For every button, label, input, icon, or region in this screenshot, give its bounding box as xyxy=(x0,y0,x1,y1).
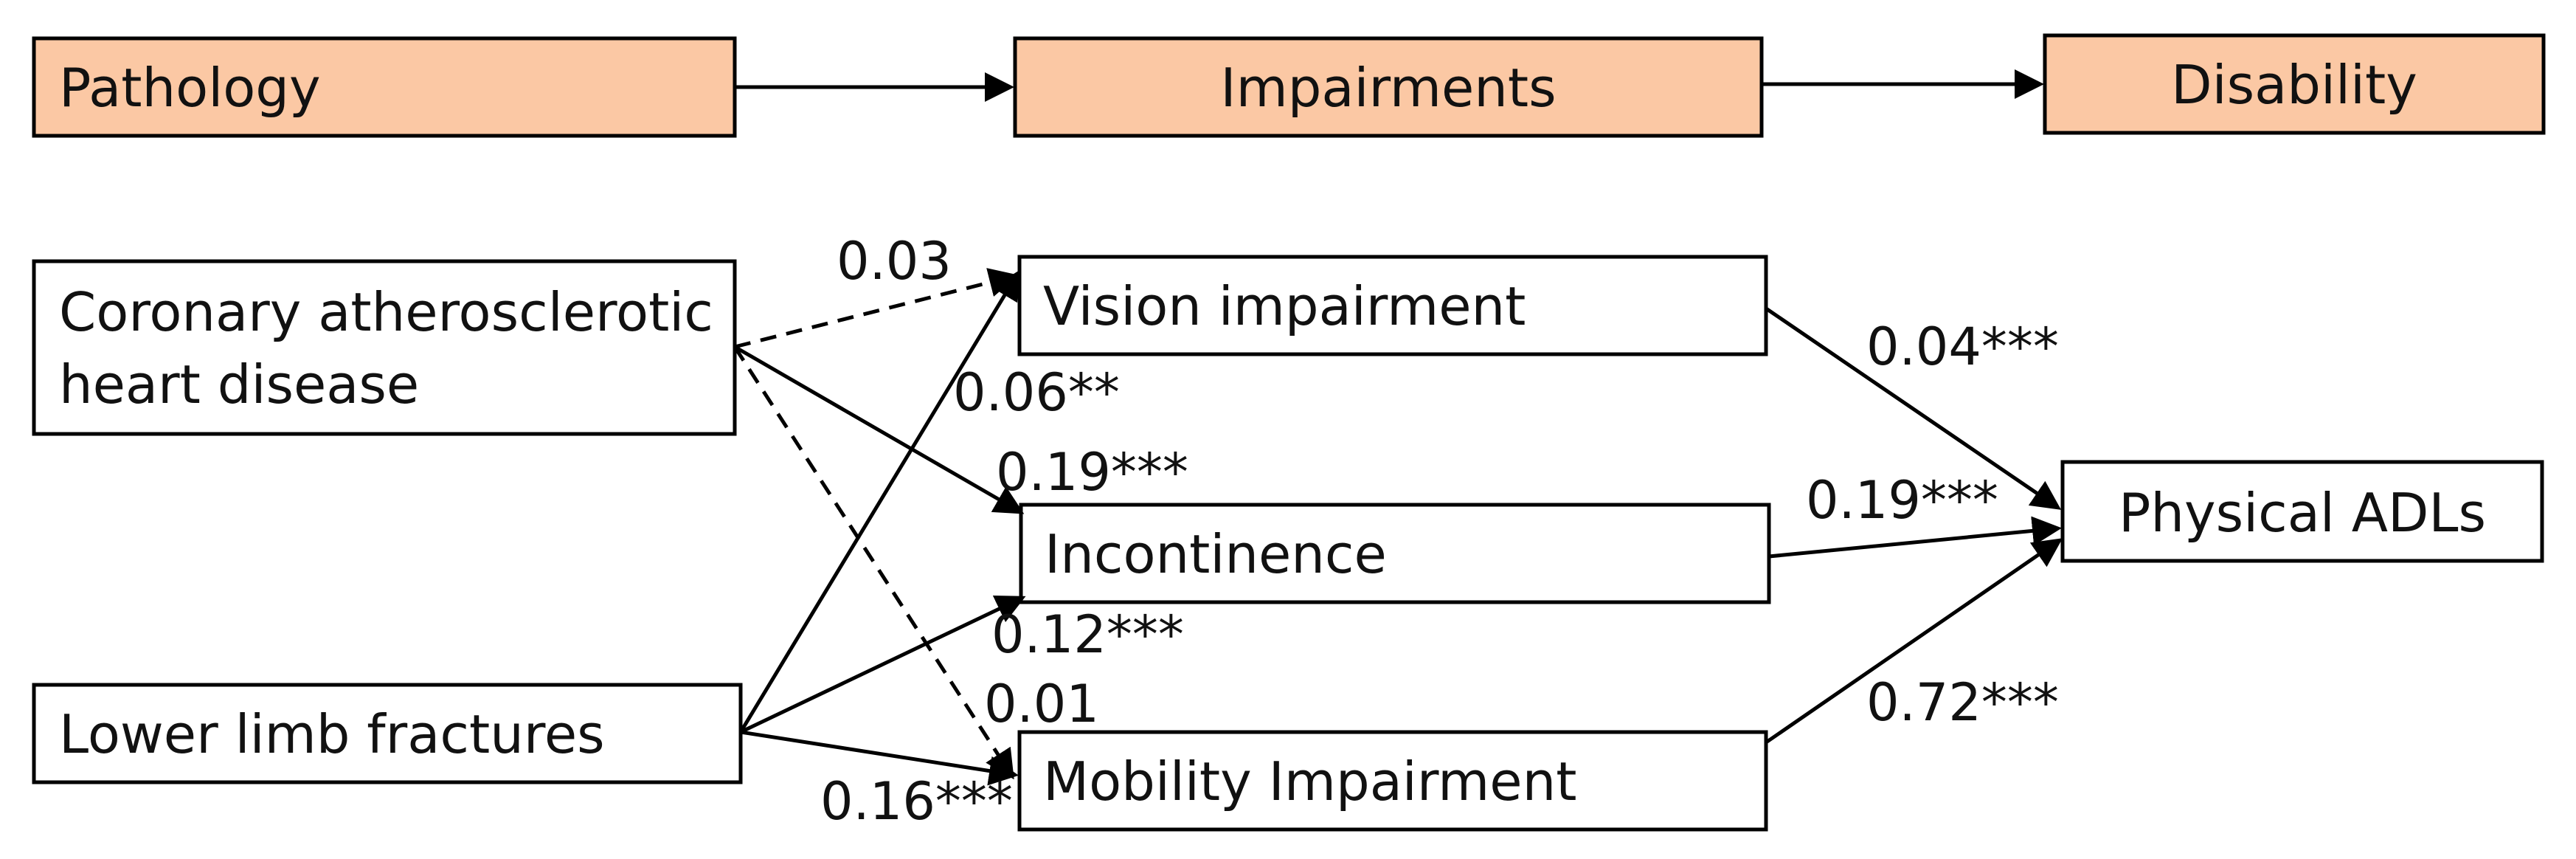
node-mobility-impairment: Mobility Impairment xyxy=(1017,730,1768,832)
edge-chd-vision xyxy=(734,268,1019,349)
node-chd-line2: heart disease xyxy=(59,353,419,415)
edge-llf-incontinence xyxy=(739,595,1026,734)
header-pathology-box: Pathology xyxy=(32,36,737,138)
header-impairments-label: Impairments xyxy=(1220,57,1556,119)
coef-mobility-adls: 0.72*** xyxy=(1866,672,2059,733)
header-impairments-box: Impairments xyxy=(1013,36,1764,138)
edge-mobility-adls xyxy=(1765,538,2063,745)
edge-llf-vision xyxy=(738,269,1020,734)
edge-chd-incontinence xyxy=(733,345,1025,514)
node-chd: Coronary atherosclerotic heart disease xyxy=(32,259,737,436)
edge-incontinence-adls xyxy=(1768,516,2062,559)
header-pathology-label: Pathology xyxy=(59,57,321,119)
coef-incontinence-adls: 0.19*** xyxy=(1806,470,1998,531)
node-incontinence-label: Incontinence xyxy=(1045,523,1387,585)
node-vision-impairment: Vision impairment xyxy=(1017,255,1768,356)
node-lower-limb-label: Lower limb fractures xyxy=(59,703,605,765)
node-lower-limb-fractures: Lower limb fractures xyxy=(32,683,743,784)
edge-llf-mobility xyxy=(740,730,1019,786)
coef-chd-vision: 0.03 xyxy=(837,231,952,291)
edge-vision-adls xyxy=(1765,306,2062,510)
header-disability-box: Disability xyxy=(2043,33,2546,135)
coef-llf-mobility: 0.16*** xyxy=(820,771,1013,832)
node-chd-line1: Coronary atherosclerotic xyxy=(59,281,713,343)
node-incontinence: Incontinence xyxy=(1019,503,1771,604)
coef-chd-incontinence: 0.19*** xyxy=(996,442,1188,503)
coef-llf-incontinence: 0.12*** xyxy=(991,604,1184,665)
coef-chd-mobility: 0.01 xyxy=(984,674,1099,734)
node-vision-label: Vision impairment xyxy=(1043,275,1526,337)
node-physical-adls: Physical ADLs xyxy=(2060,460,2544,563)
header-disability-label: Disability xyxy=(2171,54,2417,116)
coef-vision-adls: 0.04*** xyxy=(1866,317,2059,377)
edge-chd-mobility xyxy=(733,345,1014,780)
coef-llf-vision: 0.06** xyxy=(953,362,1120,423)
node-adls-label: Physical ADLs xyxy=(2119,482,2486,544)
node-mobility-label: Mobility Impairment xyxy=(1043,751,1576,813)
